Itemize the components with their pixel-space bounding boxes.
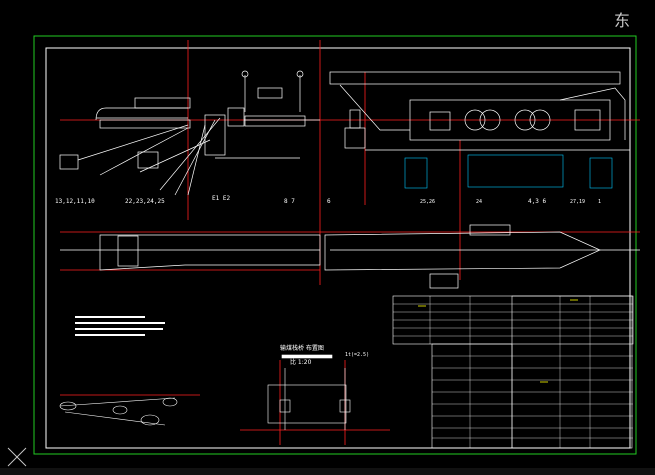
section-label-left-c: E1 E2 bbox=[212, 195, 230, 202]
plan-view bbox=[60, 224, 640, 289]
section-label-mid-a: 8 7 bbox=[284, 198, 295, 205]
ucs-icon bbox=[7, 447, 27, 467]
detail-sketch bbox=[59, 397, 178, 426]
inner-frame bbox=[45, 47, 631, 449]
section-label-mid-d: 24 bbox=[476, 199, 482, 205]
drawing-title: 输煤栈桥 布置图 bbox=[280, 344, 324, 352]
drawing-subtitle: 1t(=2.5) bbox=[345, 352, 369, 358]
centerlines bbox=[60, 40, 640, 445]
outer-frame bbox=[33, 35, 637, 455]
parts-table bbox=[392, 295, 634, 449]
viewcube-east-label[interactable]: 东 bbox=[613, 11, 630, 30]
section-label-left-a: 13,12,11,10 bbox=[55, 198, 95, 205]
section-detail bbox=[267, 354, 351, 430]
section-label-left-b: 22,23,24,25 bbox=[125, 198, 165, 205]
elevation-left bbox=[59, 70, 320, 196]
elevation-right bbox=[329, 71, 630, 151]
foundation-hatch bbox=[404, 154, 613, 189]
section-label-mid-b: 6 bbox=[327, 198, 331, 205]
notes-block bbox=[75, 316, 165, 336]
section-label-mid-c: 25,26 bbox=[420, 199, 435, 205]
drawing-scale: 比 1:20 bbox=[290, 358, 312, 366]
yellow-marks bbox=[418, 299, 578, 383]
section-label-right-b: 27,19 bbox=[570, 199, 585, 205]
section-label-right-c: 1 bbox=[598, 199, 601, 205]
section-label-right-a: 4,3 6 bbox=[528, 198, 546, 205]
status-strip bbox=[0, 468, 655, 475]
